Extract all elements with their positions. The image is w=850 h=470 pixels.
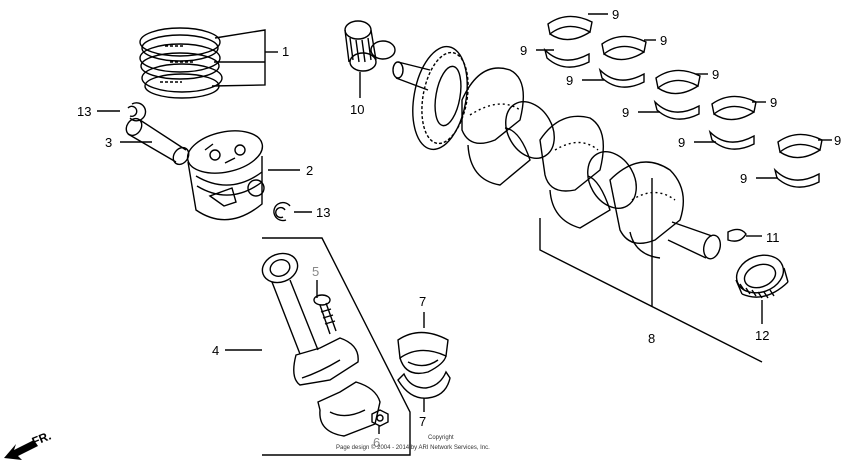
front-direction-arrow-icon: [4, 440, 38, 460]
callout-4: 4: [212, 343, 219, 358]
leader-8: [539, 178, 763, 363]
crankshaft[interactable]: [392, 42, 723, 260]
needle-bearing[interactable]: [344, 20, 396, 72]
piston-rings[interactable]: [139, 27, 223, 99]
callout-13-upper: 13: [77, 104, 91, 119]
callout-11: 11: [766, 230, 780, 245]
callout-7-lower: 7: [419, 414, 426, 429]
main-bearing: [773, 167, 820, 188]
callout-6: 6: [373, 435, 380, 450]
piston-pin-clip-lower[interactable]: [273, 201, 291, 222]
callout-9: 9: [678, 135, 685, 150]
callout-13-lower: 13: [316, 205, 330, 220]
main-bearing: [601, 35, 647, 61]
rod-bearing-lower[interactable]: [397, 370, 451, 399]
callout-9: 9: [520, 43, 527, 58]
piston[interactable]: [184, 125, 267, 221]
piston-pin[interactable]: [123, 116, 192, 168]
callout-9: 9: [660, 33, 667, 48]
rod-nut[interactable]: [371, 409, 389, 427]
crank-bearing[interactable]: [731, 249, 789, 299]
callout-10: 10: [350, 102, 364, 117]
connecting-rod[interactable]: [258, 249, 381, 437]
callout-9: 9: [770, 95, 777, 110]
callout-2: 2: [306, 163, 313, 178]
callout-12: 12: [755, 328, 769, 343]
main-bearing: [777, 133, 823, 159]
callout-7-upper: 7: [419, 294, 426, 309]
callout-9: 9: [712, 67, 719, 82]
rod-bolt[interactable]: [313, 294, 337, 335]
woodruff-key[interactable]: [727, 228, 747, 242]
piston-pin-clip-upper[interactable]: [127, 102, 147, 122]
callout-9: 9: [740, 171, 747, 186]
rod-bearing-upper[interactable]: [397, 331, 449, 375]
main-bearing: [547, 15, 593, 41]
callout-9: 9: [622, 105, 629, 120]
copyright-label: Copyright: [428, 435, 454, 441]
leader-1: [211, 29, 278, 87]
leaders-9: [536, 13, 832, 179]
callout-9: 9: [612, 7, 619, 22]
main-bearing: [655, 69, 701, 95]
main-bearing: [708, 129, 755, 150]
callout-9: 9: [566, 73, 573, 88]
main-bearing: [543, 47, 590, 68]
callout-3: 3: [105, 135, 112, 150]
main-bearing-set[interactable]: [543, 15, 823, 188]
connecting-rod-bracket: [225, 237, 411, 456]
callout-9: 9: [834, 133, 841, 148]
callout-1: 1: [282, 44, 289, 59]
callout-8: 8: [648, 331, 655, 346]
main-bearing: [598, 67, 645, 88]
callout-5: 5: [312, 264, 319, 279]
main-bearing: [711, 95, 757, 121]
front-direction-label: FR.: [30, 429, 53, 449]
copyright-notice: Page design © 2004 - 2014 by ARI Network…: [336, 444, 490, 451]
main-bearing: [653, 99, 700, 120]
